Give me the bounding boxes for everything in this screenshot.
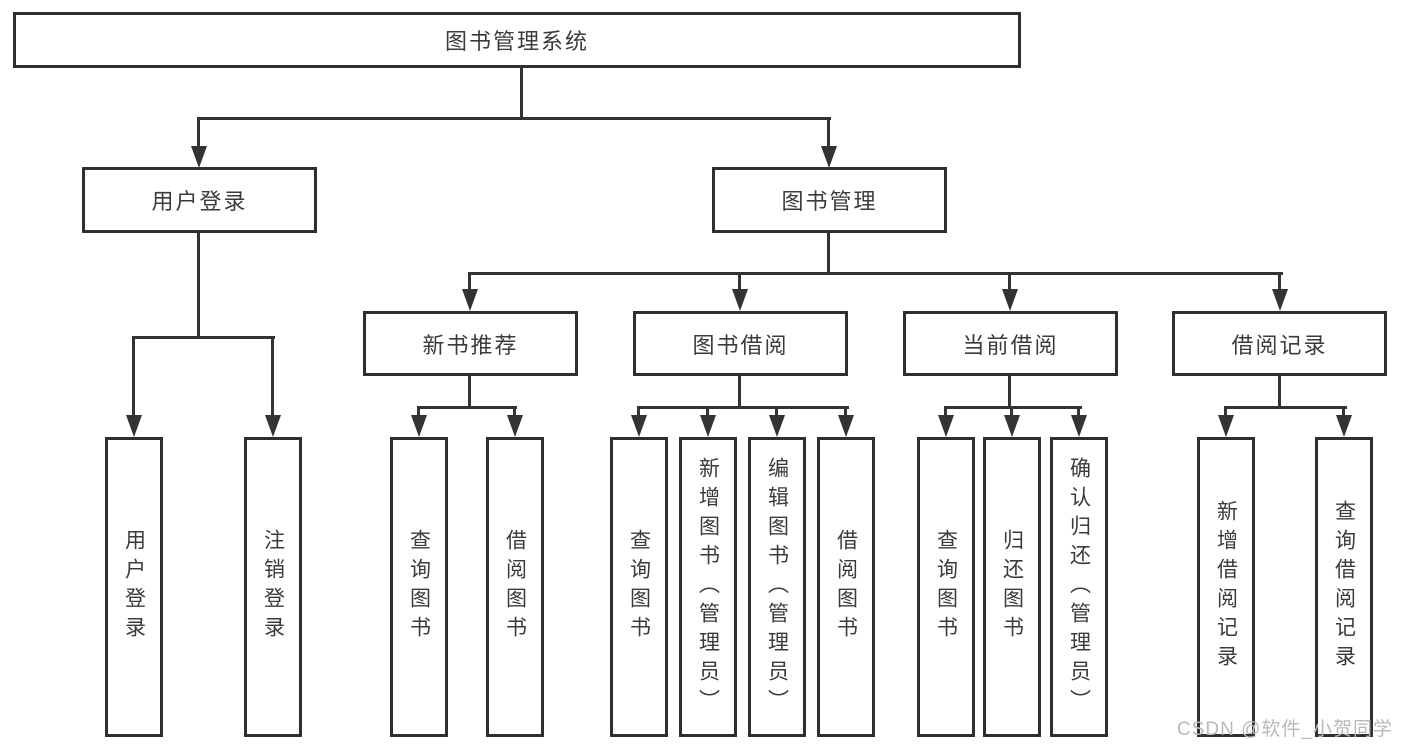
connector-drop [775, 406, 778, 417]
node-label: 查询图书 [627, 529, 651, 645]
connector-drop [197, 117, 200, 148]
leaf-record-add: 新增借阅记录 [1197, 437, 1255, 737]
connector-stem [1008, 376, 1011, 409]
connector-hline [417, 406, 517, 409]
connector-hline [198, 117, 831, 120]
connector-stem [827, 232, 830, 275]
connector-drop [417, 406, 420, 417]
leaf-borrow-edit-admin: 编辑图书（管理员） [748, 437, 806, 737]
connector-drop [1010, 406, 1013, 417]
connector-arrowhead [838, 415, 854, 437]
node-label: 查询借阅记录 [1332, 500, 1356, 674]
connector-drop [1278, 272, 1281, 291]
connector-drop [706, 406, 709, 417]
connector-drop [1342, 406, 1345, 417]
node-label: 用户登录 [151, 189, 248, 214]
leaf-logout: 注销登录 [244, 437, 302, 737]
connector-stem [197, 232, 200, 339]
connector-drop [271, 336, 274, 417]
leaf-current-confirm-admin: 确认归还（管理员） [1050, 437, 1108, 737]
connector-stem [520, 67, 523, 120]
node-book-borrow: 图书借阅 [633, 311, 848, 376]
connector-arrowhead [126, 415, 142, 437]
connector-arrowhead [265, 415, 281, 437]
node-label: 归还图书 [1000, 529, 1024, 645]
leaf-user-login: 用户登录 [105, 437, 163, 737]
node-book-management: 图书管理 [712, 167, 947, 233]
connector-hline [637, 406, 849, 409]
connector-arrowhead [191, 146, 207, 168]
connector-arrowhead [1218, 415, 1234, 437]
leaf-newbook-borrow: 借阅图书 [486, 437, 544, 737]
connector-arrowhead [700, 415, 716, 437]
connector-hline [468, 272, 1283, 275]
connector-drop [1077, 406, 1080, 417]
connector-arrowhead [1071, 415, 1087, 437]
node-label: 注销登录 [261, 529, 285, 645]
leaf-current-query: 查询图书 [917, 437, 975, 737]
node-current-borrow: 当前借阅 [903, 311, 1118, 376]
node-label: 图书管理 [781, 189, 878, 214]
node-root: 图书管理系统 [13, 12, 1021, 68]
connector-drop [1224, 406, 1227, 417]
node-label: 图书借阅 [692, 332, 789, 358]
node-label: 编辑图书（管理员） [765, 456, 789, 718]
node-label: 新增图书（管理员） [696, 456, 720, 718]
node-label: 当前借阅 [962, 332, 1059, 358]
connector-stem [1278, 376, 1281, 409]
connector-hline [132, 336, 275, 339]
connector-arrowhead [938, 415, 954, 437]
node-label: 新书推荐 [422, 332, 519, 358]
node-label: 借阅图书 [834, 529, 858, 645]
connector-drop [738, 272, 741, 291]
connector-drop [468, 272, 471, 291]
connector-drop [827, 117, 830, 148]
connector-hline [1224, 406, 1347, 409]
node-label: 借阅记录 [1231, 332, 1328, 358]
connector-drop [844, 406, 847, 417]
node-label: 查询图书 [934, 529, 958, 645]
node-new-book-recommend: 新书推荐 [363, 311, 578, 376]
connector-arrowhead [462, 289, 478, 311]
connector-arrowhead [1272, 289, 1288, 311]
connector-hline [944, 406, 1082, 409]
leaf-newbook-query: 查询图书 [390, 437, 448, 737]
connector-arrowhead [1004, 415, 1020, 437]
connector-stem [468, 376, 471, 409]
connector-stem [738, 376, 741, 409]
csdn-watermark: CSDN @软件_小贺同学 [1177, 719, 1393, 740]
node-label: 确认归还（管理员） [1067, 456, 1091, 718]
connector-arrowhead [631, 415, 647, 437]
node-label: 图书管理系统 [444, 29, 589, 54]
node-label: 借阅图书 [503, 529, 527, 645]
node-label: 用户登录 [122, 529, 146, 645]
leaf-record-query: 查询借阅记录 [1315, 437, 1373, 737]
connector-arrowhead [821, 146, 837, 168]
leaf-current-return: 归还图书 [983, 437, 1041, 737]
connector-arrowhead [1002, 289, 1018, 311]
connector-arrowhead [1336, 415, 1352, 437]
leaf-borrow-add-admin: 新增图书（管理员） [679, 437, 737, 737]
connector-arrowhead [732, 289, 748, 311]
connector-drop [513, 406, 516, 417]
node-user-login: 用户登录 [82, 167, 317, 233]
node-label: 查询图书 [407, 529, 431, 645]
connector-arrowhead [769, 415, 785, 437]
node-borrow-record: 借阅记录 [1172, 311, 1387, 376]
connector-arrowhead [411, 415, 427, 437]
leaf-borrow-query: 查询图书 [610, 437, 668, 737]
connector-drop [944, 406, 947, 417]
connector-arrowhead [507, 415, 523, 437]
node-label: 新增借阅记录 [1214, 500, 1238, 674]
connector-drop [1008, 272, 1011, 291]
connector-drop [132, 336, 135, 417]
leaf-borrow-borrow: 借阅图书 [817, 437, 875, 737]
connector-drop [637, 406, 640, 417]
